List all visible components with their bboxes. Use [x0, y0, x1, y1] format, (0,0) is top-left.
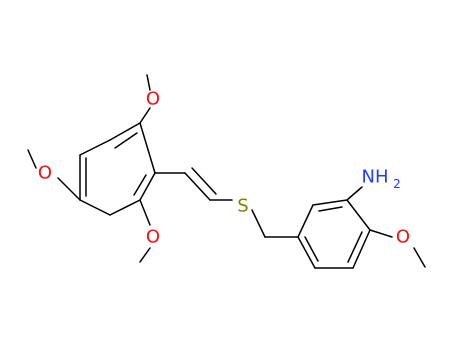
oxygen-bottom-label: O	[146, 227, 160, 248]
amine-label: NH	[362, 167, 389, 188]
linker-bonds	[154, 167, 299, 238]
oxygen-top-label: O	[146, 89, 160, 110]
amine-subscript: 2	[393, 177, 401, 191]
right-substituent-bonds	[346, 186, 426, 268]
left-ring-bonds	[79, 122, 156, 216]
sulfur-label: S	[237, 196, 248, 217]
oxygen-right-label: O	[396, 227, 410, 248]
oxygen-left-label: O	[38, 163, 52, 184]
methoxy-bonds-left	[27, 74, 151, 263]
right-ring-bonds	[297, 199, 371, 269]
